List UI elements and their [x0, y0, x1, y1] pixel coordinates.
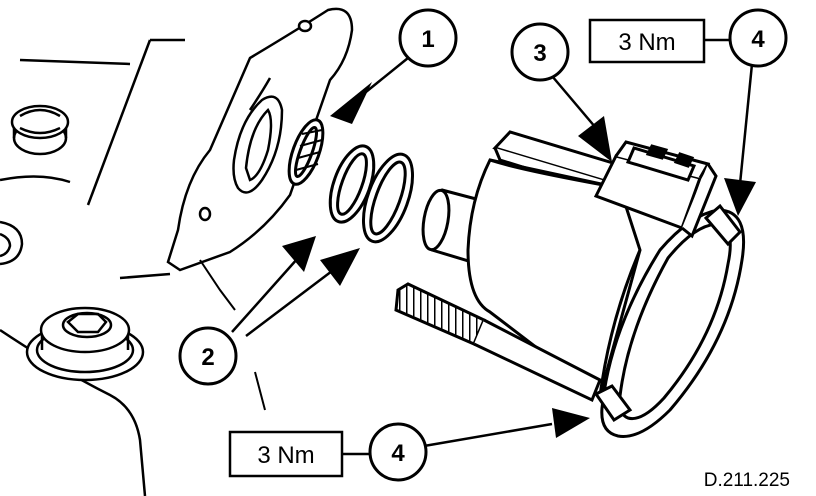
sealing-ring-small: [287, 118, 325, 186]
callout-1: 1: [398, 8, 458, 68]
torque-value-top: 3 Nm: [618, 29, 675, 56]
leader-line-4-top: [705, 38, 754, 185]
arrow-head-2a: [282, 236, 316, 272]
callout-1-label: 1: [421, 26, 434, 53]
arrow-head-1: [330, 82, 372, 124]
callout-4-top: 4: [728, 8, 788, 68]
o-ring-right: [361, 152, 415, 244]
arrow-head-4-bottom: [552, 408, 590, 438]
arrow-head-3: [578, 116, 612, 162]
callout-3: 3: [510, 22, 570, 82]
leader-line-4-bottom: [342, 422, 553, 456]
callout-4-bottom-label: 4: [391, 440, 405, 467]
plug-left-edge: [0, 220, 24, 266]
gasket-plate: [166, 7, 354, 411]
drawing-reference: D.211.225: [704, 470, 790, 491]
callout-3-label: 3: [533, 40, 546, 67]
callout-2-label: 2: [201, 344, 214, 371]
torque-value-bottom: 3 Nm: [257, 442, 314, 469]
leader-line-3: [551, 75, 597, 129]
arrow-head-4-top: [724, 178, 756, 216]
leader-lines-2: [231, 257, 337, 337]
sensor-unit: [394, 130, 746, 438]
callout-4-bottom: 4: [368, 422, 428, 482]
torque-box-top: 3 Nm: [588, 18, 706, 64]
callout-2: 2: [178, 326, 238, 386]
hex-plug-top: [10, 104, 70, 156]
hex-bolt-bottom: [25, 306, 145, 382]
arrow-head-2b: [320, 248, 360, 286]
callout-4-top-label: 4: [751, 26, 765, 53]
torque-box-bottom: 3 Nm: [228, 430, 344, 478]
